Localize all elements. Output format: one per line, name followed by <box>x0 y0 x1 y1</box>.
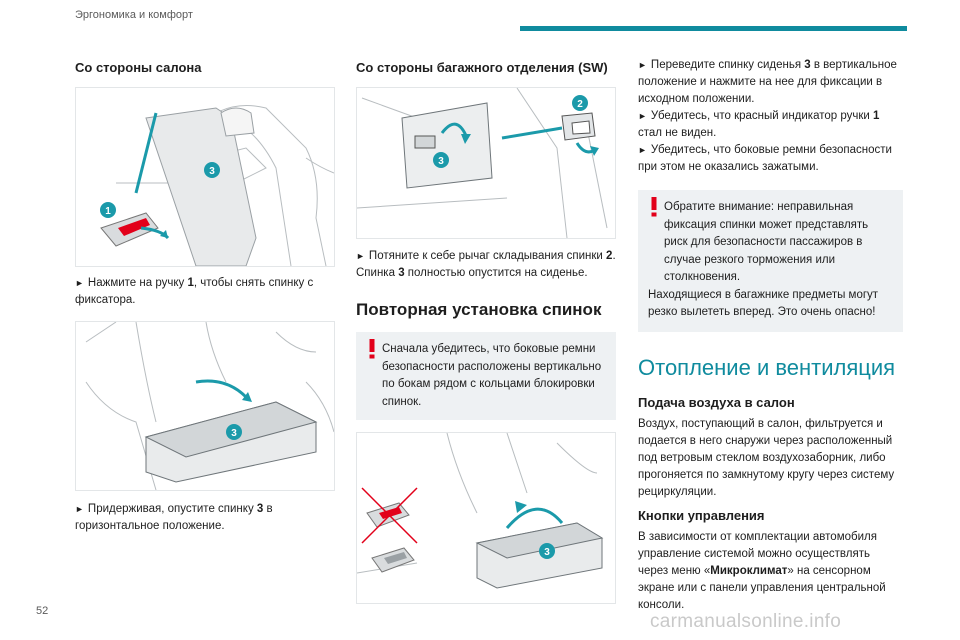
watermark: carmanualsonline.info <box>650 611 842 632</box>
svg-text:3: 3 <box>209 166 215 177</box>
paragraph-controls: В зависимости от комплектации автомобиля… <box>638 530 886 611</box>
callout-2: 2 <box>572 95 588 111</box>
warning-icon <box>651 197 657 217</box>
instruction-check-belts: ►Убедитесь, что боковые ремни безопаснос… <box>638 144 892 173</box>
instruction-check-indicator: ►Убедитесь, что красный индикатор ручки … <box>638 110 880 139</box>
section-heading-cabin-side: Со стороны салона <box>75 60 202 75</box>
figure-trunk-lever: 2 3 <box>356 87 616 239</box>
callout-1: 1 <box>100 202 116 218</box>
callout-3: 3 <box>539 543 555 559</box>
svg-text:1: 1 <box>105 206 111 217</box>
instruction-lower-backrest: ►Придерживая, опустите спинку 3 в горизо… <box>75 503 273 532</box>
instruction-press-handle: ►Нажмите на ручку 1, чтобы снять спинку … <box>75 277 314 306</box>
column-2: Со стороны багажного отделения (SW) 2 <box>356 60 616 604</box>
section-title-heating: Отопление и вентиляция <box>638 354 896 380</box>
section-heading-trunk-side: Со стороны багажного отделения (SW) <box>356 60 608 75</box>
warning-icon <box>369 339 375 359</box>
header-accent-bar <box>520 26 907 31</box>
running-header: Эргономика и комфорт <box>75 9 193 21</box>
callout-3: 3 <box>226 424 242 440</box>
callout-3: 3 <box>433 152 449 168</box>
instruction-pull-lever: ►Потяните к себе рычаг складывания спинк… <box>356 250 616 279</box>
paragraph-air-supply: Воздух, поступающий в салон, фильтруется… <box>638 417 895 498</box>
column-1: Со стороны салона 3 <box>75 60 335 535</box>
instruction-raise-backrest: ►Переведите спинку сиденья 3 в вертикаль… <box>638 59 897 105</box>
svg-text:3: 3 <box>438 156 444 167</box>
figure-reinstall-backrest: 3 <box>356 432 616 604</box>
page-number: 52 <box>36 605 49 617</box>
svg-text:2: 2 <box>577 99 583 110</box>
subheading-air-supply: Подача воздуха в салон <box>638 394 795 410</box>
warning-note-fixation: Обратите внимание: неправильная фиксация… <box>638 190 903 332</box>
warning-note-belts: Сначала убедитесь, что боковые ремни без… <box>356 332 616 420</box>
subheading-controls: Кнопки управления <box>638 507 765 523</box>
svg-text:3: 3 <box>544 547 550 558</box>
figure-seat-folded: 3 <box>75 321 335 491</box>
figure-seat-handle: 3 1 <box>75 87 335 267</box>
callout-3: 3 <box>204 162 220 178</box>
section-title-reinstall: Повторная установка спинок <box>356 300 602 319</box>
svg-text:3: 3 <box>231 428 237 439</box>
column-3: ►Переведите спинку сиденья 3 в вертикаль… <box>638 57 903 614</box>
